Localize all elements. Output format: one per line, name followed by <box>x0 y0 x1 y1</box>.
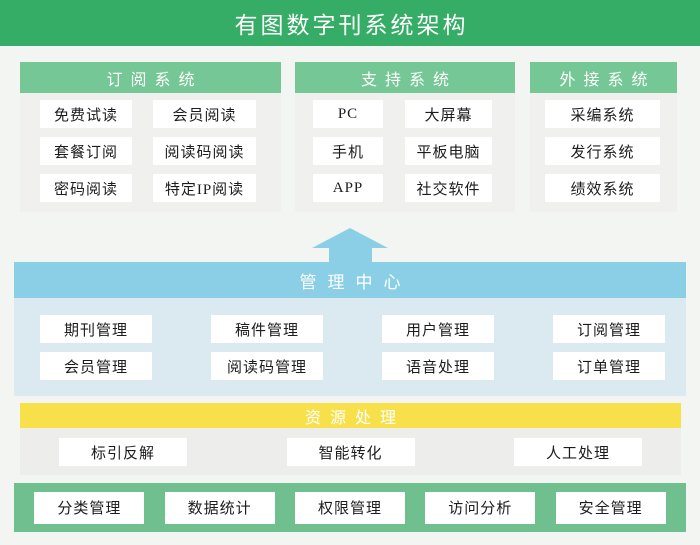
panel-support-system: 支持系统 PC 大屏幕 手机 平板电脑 APP 社交软件 <box>295 62 515 212</box>
node-data-statistics: 数据统计 <box>164 491 275 524</box>
node-reading-code-management: 阅读码管理 <box>211 352 323 380</box>
node-category-management: 分类管理 <box>34 491 145 524</box>
panel-external-system: 外接系统 采编系统 发行系统 绩效系统 <box>530 62 677 212</box>
panel-subscription-header: 订阅系统 <box>20 62 281 93</box>
up-arrow-stem <box>329 247 372 264</box>
management-center-header: 管理中心 <box>14 262 686 298</box>
panel-external-body: 采编系统 发行系统 绩效系统 <box>530 93 677 202</box>
node-user-management: 用户管理 <box>382 315 494 343</box>
management-center-body: 期刊管理 稿件管理 用户管理 订阅管理 会员管理 阅读码管理 语音处理 订单管理 <box>14 298 686 396</box>
node-distribution-system: 发行系统 <box>545 137 660 165</box>
node-manual-processing: 人工处理 <box>514 438 642 466</box>
node-member-reading: 会员阅读 <box>153 100 256 128</box>
node-reading-code-reading: 阅读码阅读 <box>153 137 256 165</box>
node-package-subscription: 套餐订阅 <box>40 137 132 165</box>
node-subscription-management: 订阅管理 <box>553 315 665 343</box>
node-app: APP <box>313 174 383 202</box>
resource-processing-body: 标引反解 智能转化 人工处理 <box>20 428 681 475</box>
node-member-management: 会员管理 <box>40 352 152 380</box>
node-intelligent-conversion: 智能转化 <box>286 438 415 466</box>
resource-processing-header: 资源处理 <box>20 403 681 428</box>
node-journal-management: 期刊管理 <box>40 315 152 343</box>
node-performance-system: 绩效系统 <box>545 174 660 202</box>
bottom-services-bar: 分类管理 数据统计 权限管理 访问分析 安全管理 <box>14 483 686 532</box>
node-indexing-deconstruction: 标引反解 <box>59 438 187 466</box>
node-free-trial-reading: 免费试读 <box>40 100 132 128</box>
node-pc: PC <box>313 100 383 128</box>
node-access-analysis: 访问分析 <box>425 491 536 524</box>
panel-subscription-body: 免费试读 会员阅读 套餐订阅 阅读码阅读 密码阅读 特定IP阅读 <box>20 93 281 202</box>
panel-support-body: PC 大屏幕 手机 平板电脑 APP 社交软件 <box>295 93 515 202</box>
node-editing-system: 采编系统 <box>545 100 660 128</box>
node-order-management: 订单管理 <box>553 352 665 380</box>
node-social-software: 社交软件 <box>405 174 492 202</box>
panel-external-header: 外接系统 <box>530 62 677 93</box>
up-arrow-icon <box>312 228 388 248</box>
node-mobile-phone: 手机 <box>313 137 383 165</box>
node-tablet: 平板电脑 <box>405 137 492 165</box>
diagram-title: 有图数字刊系统架构 <box>0 0 700 46</box>
node-password-reading: 密码阅读 <box>40 174 132 202</box>
node-specific-ip-reading: 特定IP阅读 <box>153 174 256 202</box>
node-big-screen: 大屏幕 <box>405 100 492 128</box>
node-manuscript-management: 稿件管理 <box>211 315 323 343</box>
node-voice-processing: 语音处理 <box>382 352 494 380</box>
panel-subscription-system: 订阅系统 免费试读 会员阅读 套餐订阅 阅读码阅读 密码阅读 特定IP阅读 <box>20 62 281 212</box>
node-security-management: 安全管理 <box>555 491 666 524</box>
node-permission-management: 权限管理 <box>294 491 405 524</box>
panel-support-header: 支持系统 <box>295 62 515 93</box>
